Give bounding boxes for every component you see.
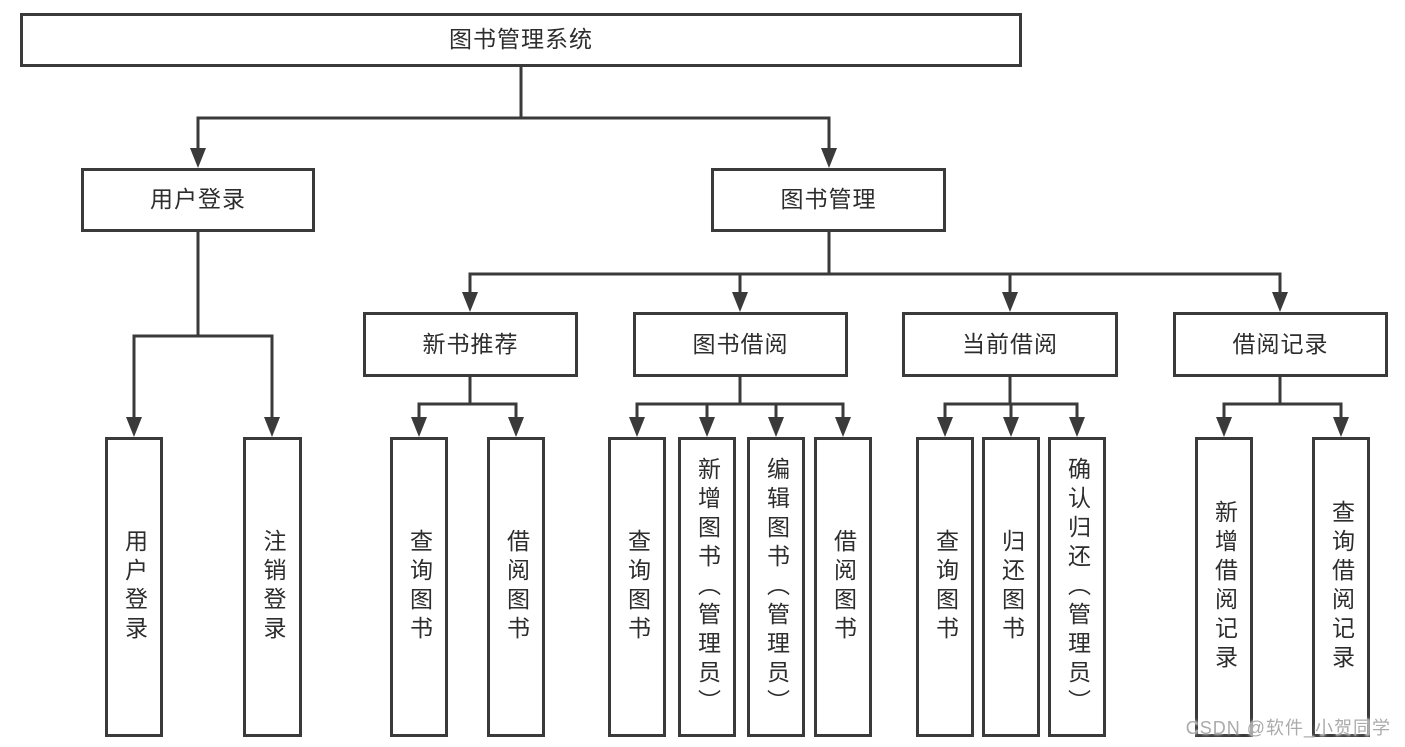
node-label: 新增借阅记录 [1211,500,1238,674]
node-label: 借阅记录 [1232,330,1329,357]
node-label: 用户登录 [150,186,246,213]
node-borrowing-records: 借阅记录 [1173,312,1388,377]
node-label: 图书借阅 [692,330,789,357]
node-label: 图书管理 [780,186,877,213]
csdn-watermark: CSDN @软件_小贺同学 [1185,718,1391,738]
node-label: 图书管理系统 [449,26,593,53]
leaf-confirm-return-admin: 确认归还（管理员） [1048,437,1106,737]
node-label: 新书推荐 [422,330,519,357]
leaf-query-books-borrowing: 查询图书 [608,437,666,737]
node-label: 编辑图书（管理员） [763,456,790,718]
leaf-add-books-admin: 新增图书（管理员） [678,437,736,737]
node-label: 新增图书（管理员） [694,456,721,718]
node-library-management-system: 图书管理系统 [20,13,1022,67]
node-book-management: 图书管理 [711,168,946,232]
node-current-borrowing: 当前借阅 [902,312,1118,377]
node-label: 借阅图书 [503,529,530,645]
node-label: 查询图书 [624,529,651,645]
leaf-add-borrow-record: 新增借阅记录 [1195,437,1253,737]
leaf-user-login: 用户登录 [105,437,163,737]
node-label: 注销登录 [260,529,286,645]
leaf-borrow-books: 借阅图书 [814,437,872,737]
node-label: 当前借阅 [962,330,1058,357]
leaf-edit-books-admin: 编辑图书（管理员） [747,437,805,737]
node-new-book-recommendation: 新书推荐 [363,312,578,377]
node-label: 借阅图书 [830,529,857,645]
node-label: 查询图书 [932,529,959,645]
leaf-query-books-current: 查询图书 [916,437,974,737]
leaf-query-books-recommend: 查询图书 [390,437,448,737]
leaf-return-books: 归还图书 [982,437,1040,737]
node-book-borrowing: 图书借阅 [633,312,848,377]
node-label: 查询借阅记录 [1328,500,1355,674]
leaf-borrow-books-recommend: 借阅图书 [487,437,545,737]
leaf-query-borrow-record: 查询借阅记录 [1312,437,1370,737]
node-label: 用户登录 [121,529,148,645]
leaf-logout: 注销登录 [243,437,302,737]
node-label: 确认归还（管理员） [1064,456,1091,718]
node-label: 查询图书 [406,529,433,645]
node-label: 归还图书 [998,529,1025,645]
node-user-login: 用户登录 [81,168,315,232]
